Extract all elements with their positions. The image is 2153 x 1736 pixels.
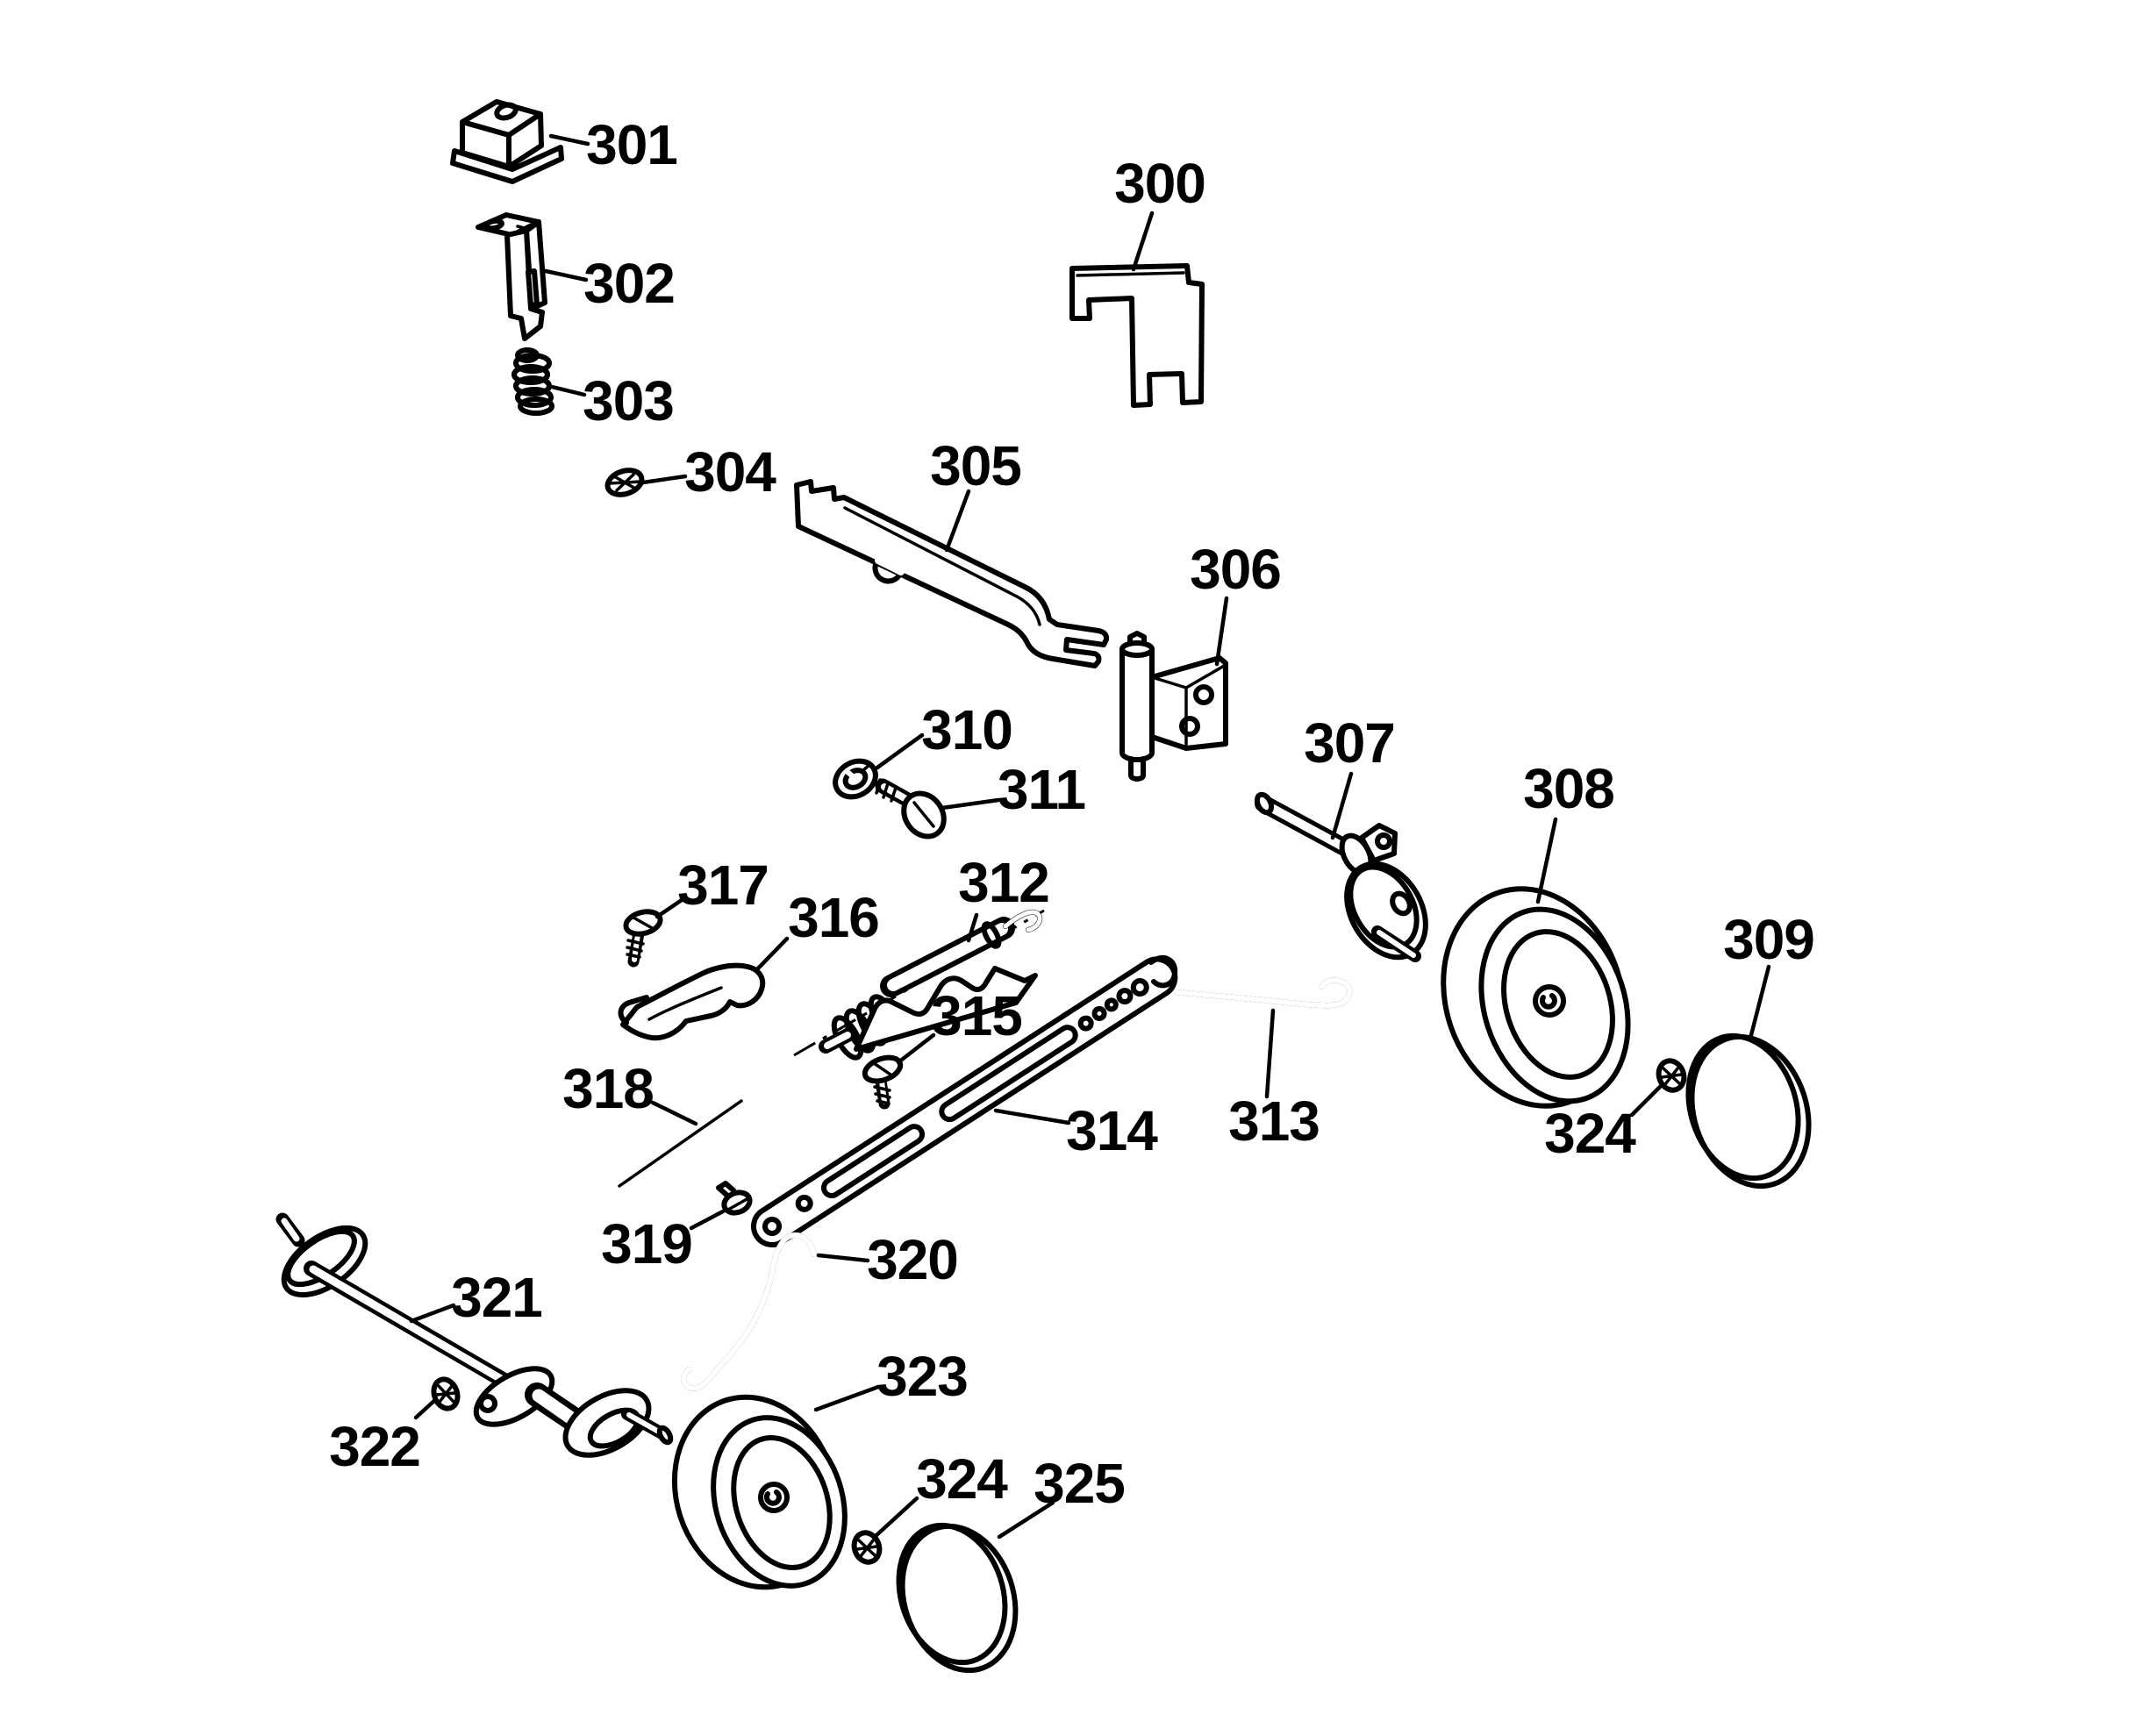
callout-315: 315	[931, 984, 1022, 1047]
leader-324-right	[1629, 1084, 1663, 1118]
callout-309: 309	[1723, 908, 1814, 971]
leader-308	[1535, 817, 1558, 904]
part-323-wheel	[671, 1394, 848, 1590]
callout-301: 301	[586, 113, 677, 176]
callout-324-bottom: 324	[916, 1447, 1008, 1511]
callout-307: 307	[1304, 711, 1395, 775]
callout-317: 317	[677, 854, 769, 917]
callout-316: 316	[788, 886, 879, 949]
leader-312	[966, 912, 979, 943]
leader-323	[813, 1384, 881, 1412]
callout-323: 323	[876, 1345, 968, 1408]
leader-310	[875, 732, 925, 770]
leader-307	[1330, 771, 1354, 840]
part-317-screw	[623, 909, 663, 968]
callout-318: 318	[562, 1057, 654, 1120]
callout-308: 308	[1523, 757, 1614, 820]
leader-303	[549, 384, 587, 397]
leader-306	[1214, 596, 1229, 667]
leader-302	[543, 268, 589, 282]
callout-303: 303	[583, 369, 674, 432]
callout-322: 322	[329, 1415, 420, 1478]
callout-319: 319	[601, 1212, 692, 1275]
callout-310: 310	[921, 698, 1012, 761]
part-318-flat-link	[609, 1079, 814, 1191]
part-313-hook-rod	[1174, 977, 1353, 1009]
part-321-axle-assembly	[275, 1212, 674, 1458]
callout-302: 302	[583, 252, 675, 315]
part-316-spring-clip	[618, 962, 766, 1041]
leader-322	[413, 1397, 439, 1420]
leader-318	[650, 1100, 698, 1126]
leader-317	[654, 897, 684, 919]
part-300-mount-bracket	[1069, 263, 1205, 408]
part-324-push-nut-right	[1656, 1058, 1687, 1093]
leader-311	[940, 797, 1001, 811]
callout-labels: 300 301 302 303 304 305 306 307 308 309 …	[329, 113, 1815, 1515]
leader-301	[548, 133, 590, 146]
callout-324-right: 324	[1544, 1102, 1636, 1165]
part-310-washer	[833, 758, 878, 800]
callout-325: 325	[1034, 1452, 1125, 1515]
part-308-wheel	[1441, 886, 1631, 1109]
callout-321: 321	[451, 1266, 542, 1329]
part-301-cap-box	[450, 99, 564, 184]
callout-304: 304	[684, 440, 776, 504]
leader-314	[993, 1108, 1071, 1125]
callout-305: 305	[930, 434, 1021, 497]
leader-320	[816, 1253, 870, 1263]
leader-325	[997, 1500, 1055, 1540]
part-304-push-nut	[604, 468, 645, 497]
callout-313: 313	[1228, 1089, 1320, 1153]
part-320-curved-rod	[681, 1232, 817, 1391]
part-314-adjuster-bar	[751, 955, 1178, 1247]
part-305-lever-bar	[794, 479, 1110, 668]
leader-316	[755, 936, 790, 971]
callout-312: 312	[958, 851, 1049, 914]
part-325-wheel-cover	[896, 1522, 1019, 1674]
callout-311: 311	[998, 758, 1085, 821]
part-309-wheel-cover	[1685, 1032, 1812, 1189]
callout-314: 314	[1066, 1099, 1158, 1162]
leader-305	[944, 489, 971, 553]
part-311-bolt	[875, 778, 947, 839]
callout-306: 306	[1190, 538, 1281, 601]
leader-321	[409, 1303, 456, 1324]
part-307-axle-arm	[1254, 791, 1428, 962]
leader-309	[1749, 964, 1771, 1038]
callout-300: 300	[1114, 152, 1205, 215]
leader-324-bottom	[873, 1496, 919, 1539]
part-302-bracket	[476, 212, 547, 341]
part-319-clip	[716, 1181, 753, 1216]
leader-313	[1264, 1008, 1276, 1099]
leader-lines	[409, 133, 1771, 1540]
leader-304	[640, 474, 688, 485]
part-303-spring	[511, 347, 554, 416]
leader-300	[1131, 211, 1155, 272]
leader-315	[896, 1032, 936, 1065]
part-324-push-nut-bottom	[851, 1530, 883, 1565]
callout-320: 320	[867, 1228, 958, 1291]
leader-319	[689, 1209, 726, 1231]
